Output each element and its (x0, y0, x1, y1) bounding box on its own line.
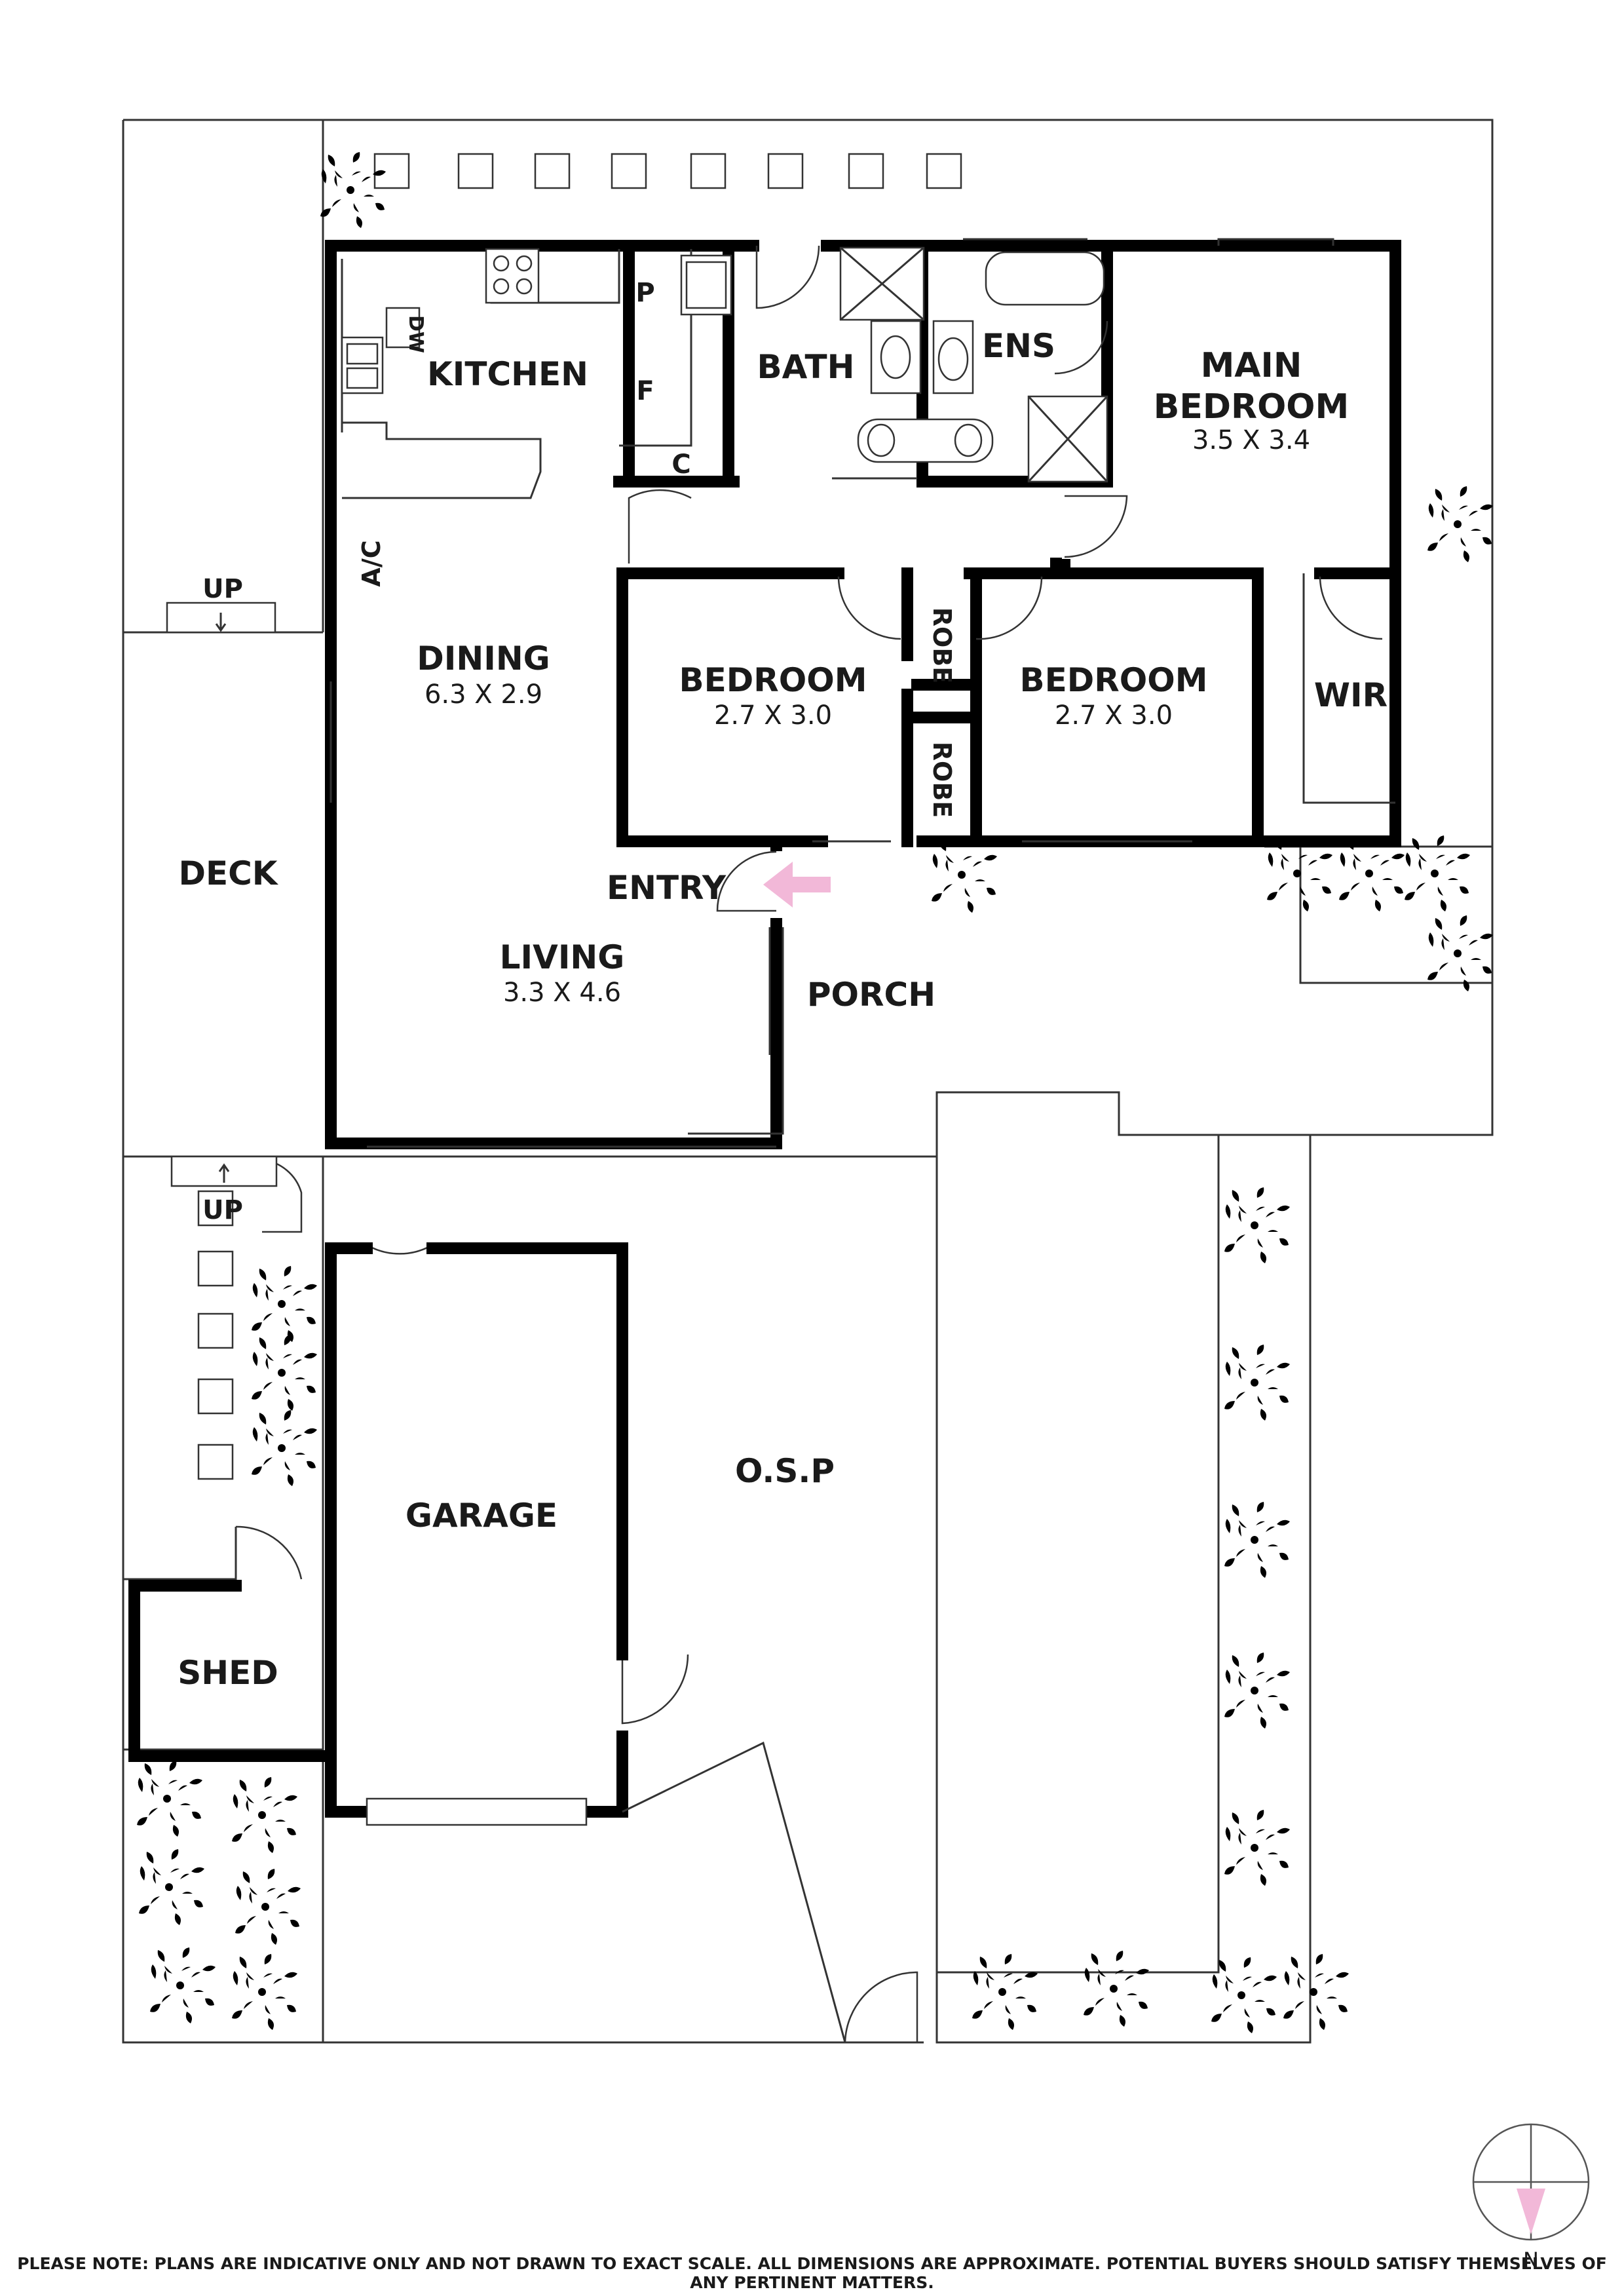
garage-walls (128, 1242, 846, 2043)
label-living-dim: 3.3 X 4.6 (503, 978, 621, 1008)
label-cupboard: C (671, 450, 690, 480)
compass-icon (1472, 2123, 1590, 2241)
entry-arrow-icon (763, 862, 831, 908)
label-bedroom-b: BEDROOM (1019, 661, 1207, 699)
doors (235, 245, 1383, 2043)
label-entry: ENTRY (607, 869, 727, 907)
label-dining-dim: 6.3 X 2.9 (425, 679, 542, 710)
label-bath: BATH (757, 348, 855, 386)
label-fridge: F (636, 376, 654, 406)
room-labels: KITCHEN BATH ENS MAIN BEDROOM 3.5 X 3.4 … (178, 278, 1388, 1692)
label-bedroom-a: BEDROOM (679, 661, 867, 699)
interior-details (330, 238, 1395, 1148)
label-up-1: UP (202, 574, 243, 604)
label-osp: O.S.P (735, 1452, 835, 1490)
paving-stones (197, 153, 962, 1480)
label-pantry: P (635, 278, 654, 308)
label-porch: PORCH (807, 976, 935, 1014)
label-main-bedroom: BEDROOM (1154, 387, 1350, 427)
label-kitchen: KITCHEN (427, 355, 588, 393)
steps (166, 602, 278, 1187)
label-bedroom-a-dim: 2.7 X 3.0 (714, 700, 832, 731)
kitchen-fixtures (341, 246, 1108, 499)
label-ens: ENS (982, 327, 1055, 365)
house-walls (325, 240, 1401, 1149)
label-main-bedroom-dim: 3.5 X 3.4 (1192, 425, 1310, 455)
label-aircon: A/C (357, 540, 386, 586)
label-shed: SHED (178, 1654, 278, 1692)
label-robe-1: ROBE (928, 607, 956, 684)
label-robe-2: ROBE (928, 742, 956, 818)
label-deck: DECK (178, 854, 278, 892)
label-dishwasher: DW (404, 315, 427, 353)
label-up-2: UP (202, 1195, 243, 1225)
label-wir: WIR (1314, 676, 1388, 714)
label-bedroom-b-dim: 2.7 X 3.0 (1055, 700, 1173, 731)
compass-north-label: N (1523, 2248, 1539, 2272)
label-dining: DINING (417, 640, 550, 678)
label-garage: GARAGE (406, 1497, 557, 1535)
disclaimer-note: PLEASE NOTE: PLANS ARE INDICATIVE ONLY A… (17, 2254, 1607, 2292)
label-main: MAIN (1201, 346, 1302, 385)
label-living: LIVING (500, 938, 625, 976)
